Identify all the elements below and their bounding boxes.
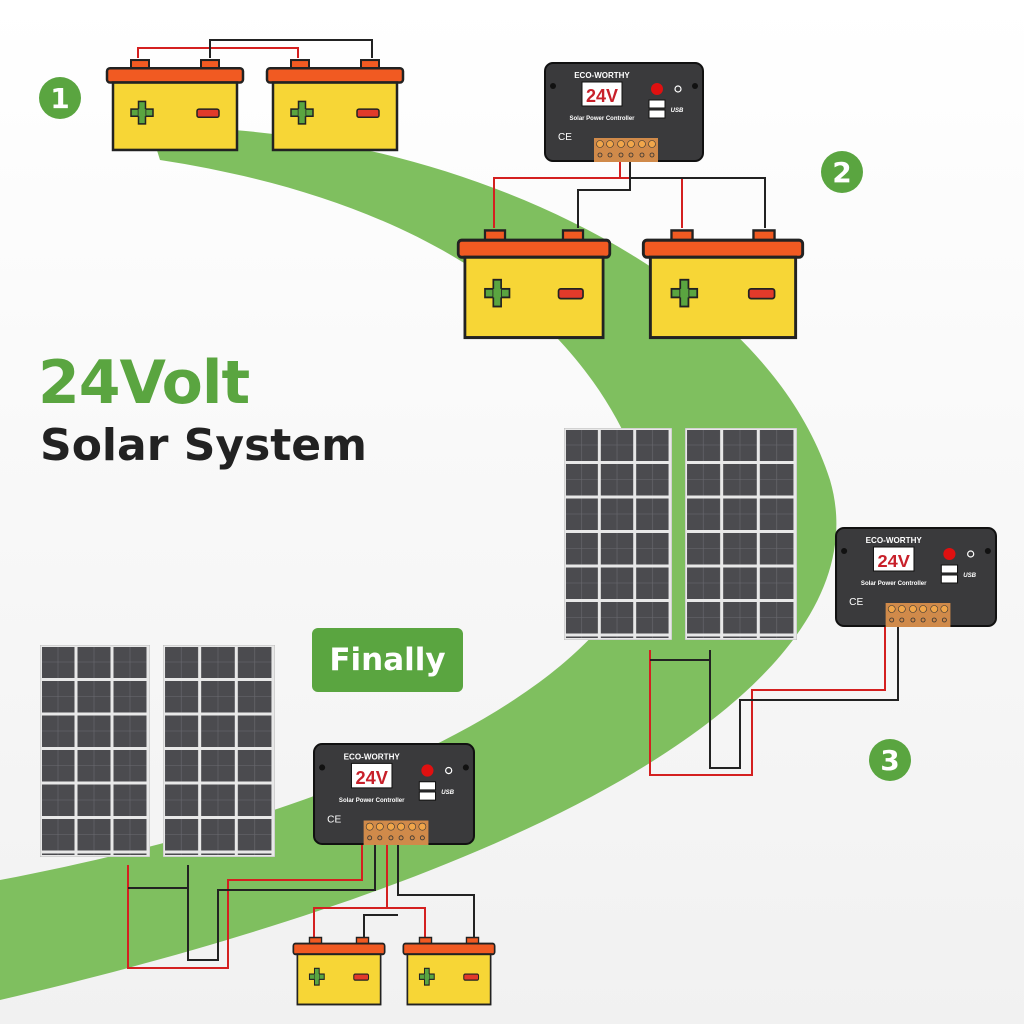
controller-label: Solar Power Controller [861, 581, 927, 587]
solar-panel-step3-b [685, 428, 797, 640]
wires-final [127, 845, 475, 969]
step-number-3: 3 [869, 739, 911, 781]
solar-panel-final-b [163, 645, 275, 857]
battery-step2-b [641, 228, 805, 340]
battery-step1-a [105, 58, 245, 152]
finally-badge: Finally [312, 628, 463, 692]
ce-mark: CE [849, 597, 863, 608]
wires-step-1 [137, 39, 373, 58]
battery-final-a [292, 936, 386, 1006]
usb-label: USB [963, 573, 976, 579]
controller-brand: ECO-WORTHY [866, 536, 923, 545]
controller-label: Solar Power Controller [339, 797, 405, 804]
wires-step-3 [649, 627, 899, 776]
solar-panel-final-a [40, 645, 150, 857]
wires-step-2 [493, 162, 766, 228]
controller-brand: ECO-WORTHY [344, 752, 401, 761]
title-system: Solar System [40, 420, 367, 471]
usb-label: USB [671, 108, 684, 114]
charge-controller-step3: ECO-WORTHY 24V Solar Power Controller US… [835, 527, 997, 627]
title-voltage: 24Volt [38, 348, 250, 418]
step-number-1: 1 [39, 77, 81, 119]
green-arc-band [0, 127, 837, 1001]
controller-voltage: 24V [878, 551, 910, 571]
step-number-2: 2 [821, 151, 863, 193]
battery-step2-a [456, 228, 612, 340]
battery-step1-b [265, 58, 405, 152]
controller-brand: ECO-WORTHY [574, 71, 630, 80]
usb-label: USB [441, 789, 454, 796]
ce-mark: CE [558, 132, 572, 143]
charge-controller-step2: ECO-WORTHY 24V Solar Power Controller US… [544, 62, 704, 162]
controller-voltage: 24V [586, 86, 618, 106]
solar-panel-step3-a [564, 428, 672, 640]
ce-mark: CE [327, 815, 341, 826]
charge-controller-final: ECO-WORTHY 24V Solar Power Controller US… [313, 743, 476, 845]
battery-final-b [402, 936, 496, 1006]
controller-voltage: 24V [356, 767, 389, 788]
controller-label: Solar Power Controller [569, 116, 635, 122]
